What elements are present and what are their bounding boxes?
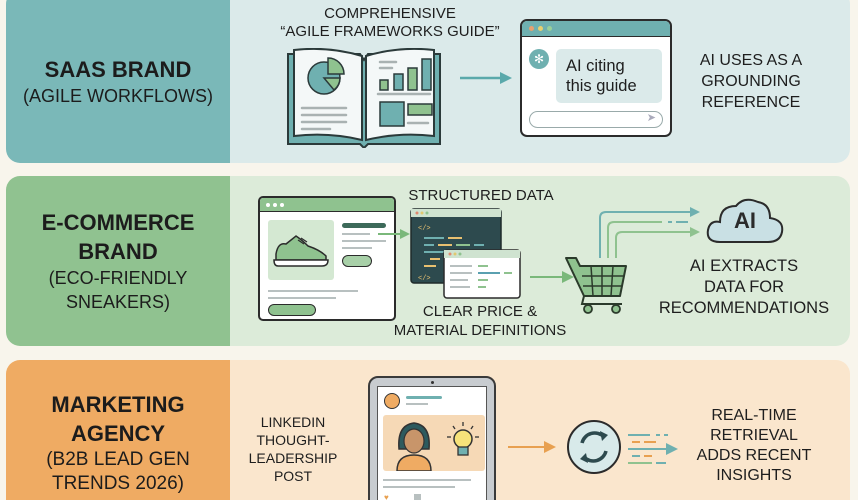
data-flow-arrows	[599, 207, 700, 258]
saas-outcome: AI USES AS A GROUNDING REFERENCE	[699, 52, 803, 111]
camera-dot	[431, 381, 434, 384]
product-image	[268, 220, 334, 280]
send-icon[interactable]: ➤	[646, 112, 656, 124]
arrow-right-icon	[378, 229, 410, 239]
lightbulb-icon	[447, 422, 479, 456]
ecommerce-outcome: AI EXTRACTS DATA FOR RECOMMENDATIONS	[658, 257, 830, 317]
comment-icon[interactable]	[414, 494, 421, 500]
buy-button-pill	[268, 304, 316, 316]
guide-caption: COMPREHENSIVE “AGILE FRAMEWORKS GUIDE”	[280, 5, 500, 40]
refresh-icon[interactable]	[566, 419, 622, 475]
tablet-icon: ♥	[368, 376, 496, 500]
code-window-icon: </> </>	[410, 208, 521, 299]
saas-brand-label-panel: SAAS BRAND (AGILE WORKFLOWS)	[6, 0, 230, 163]
saas-brand-content-panel: COMPREHENSIVE “AGILE FRAMEWORKS GUIDE”	[230, 0, 850, 163]
arrow-right-icon	[460, 72, 512, 84]
cloud-icon: AI	[704, 196, 786, 246]
arrow-right-icon	[530, 271, 574, 283]
avatar-icon	[384, 393, 400, 409]
saas-brand-subtitle: (AGILE WORKFLOWS)	[22, 86, 213, 106]
pie-chart-icon	[307, 57, 345, 95]
svg-text:</>: </>	[418, 225, 431, 233]
ecommerce-brand-label-panel: E-COMMERCE BRAND (ECO-FRIENDLY SNEAKERS)	[6, 176, 230, 346]
svg-text:</>: </>	[418, 275, 431, 283]
saas-brand-row: SAAS BRAND (AGILE WORKFLOWS) COMPREHENSI…	[6, 0, 850, 163]
marketing-agency-title: MARKETING AGENCY	[51, 392, 185, 446]
add-to-cart-pill	[342, 255, 372, 267]
linkedin-post: ♥	[377, 386, 487, 500]
chat-bubble: AI citing this guide	[556, 49, 662, 103]
open-book-icon	[287, 48, 441, 148]
marketing-agency-label-panel: MARKETING AGENCY (B2B LEAD GEN TRENDS 20…	[6, 360, 230, 500]
linkedin-post-caption: LINKEDIN THOUGHT- LEADERSHIP POST	[248, 414, 338, 484]
product-page-icon	[258, 196, 396, 321]
price-material-caption: CLEAR PRICE & MATERIAL DEFINITIONS	[393, 303, 567, 339]
arrow-right-icon	[508, 441, 556, 453]
bar-chart-icon	[379, 58, 433, 127]
marketing-agency-content-panel: LINKEDIN THOUGHT- LEADERSHIP POST	[230, 360, 850, 500]
marketing-agency-row: MARKETING AGENCY (B2B LEAD GEN TRENDS 20…	[6, 360, 850, 500]
chat-window-icon: ✻ AI citing this guide ➤	[520, 19, 672, 137]
person-icon	[396, 422, 432, 471]
ecommerce-brand-subtitle: (ECO-FRIENDLY SNEAKERS)	[48, 268, 188, 312]
post-image	[383, 415, 485, 471]
shopping-cart-icon	[565, 257, 627, 314]
sneaker-icon	[273, 235, 329, 267]
speed-lines-arrow	[628, 434, 678, 464]
ecommerce-brand-row: E-COMMERCE BRAND (ECO-FRIENDLY SNEAKERS)	[6, 176, 850, 346]
window-titlebar	[522, 21, 670, 37]
ai-logo-icon: ✻	[529, 49, 549, 69]
saas-brand-title: SAAS BRAND	[44, 57, 192, 82]
structured-data-caption: STRUCTURED DATA	[408, 187, 554, 204]
agency-outcome: REAL-TIME RETRIEVAL ADDS RECENT INSIGHTS	[696, 407, 812, 484]
ecommerce-brand-title: E-COMMERCE BRAND	[41, 210, 195, 264]
chat-input[interactable]: ➤	[529, 111, 663, 128]
marketing-agency-subtitle: (B2B LEAD GEN TRENDS 2026)	[46, 449, 190, 494]
heart-icon[interactable]: ♥	[384, 493, 389, 500]
ecommerce-brand-content-panel: STRUCTURED DATA </> </> C	[230, 176, 850, 346]
